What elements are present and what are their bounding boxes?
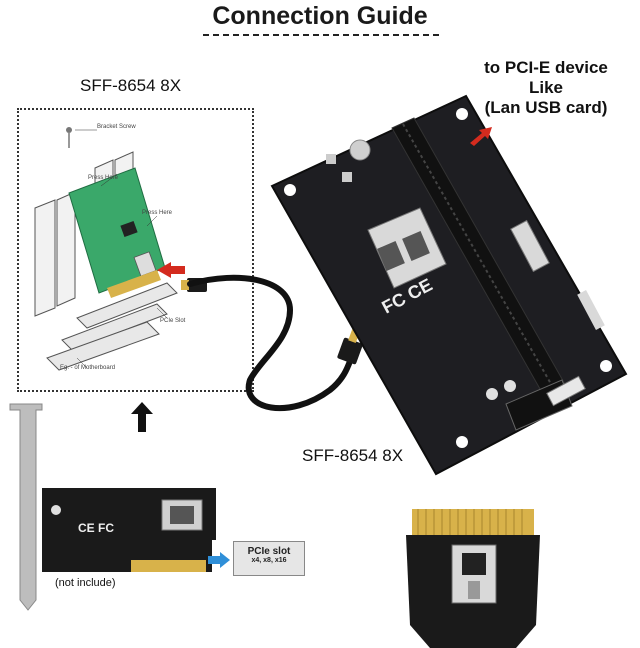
riser-board: FC CE <box>270 94 628 476</box>
pcie-device-label-line2: Like <box>528 78 564 97</box>
press-here-label-1: Press Here <box>88 175 119 181</box>
up-arrow-icon <box>131 402 153 432</box>
page-title: Connection Guide <box>212 2 428 30</box>
connector-label-top: SFF-8654 8X <box>80 76 182 95</box>
pcie-device-label-line1: to PCI-E device <box>484 58 608 77</box>
connector-label-bottom: SFF-8654 8X <box>302 446 404 465</box>
title-underline <box>203 34 439 36</box>
pcie-slot-badge: PCIe slot x4, x8, x16 <box>233 541 305 576</box>
not-include-label: (not include) <box>55 577 116 589</box>
red-arrow-icon <box>470 127 492 146</box>
pcie-device-label: to PCI-E device Like (Lan USB card) <box>454 58 638 118</box>
pcie-slot-sizes: x4, x8, x16 <box>251 557 287 564</box>
press-here-label-2: Press Here <box>142 210 173 216</box>
svg-text:CE FC: CE FC <box>78 521 114 535</box>
adapter-card: CE FC <box>9 403 216 611</box>
blue-arrow-icon <box>208 552 230 568</box>
pcie-device-label-line3: (Lan USB card) <box>484 98 608 117</box>
bracket-screw-label: Bracket Screw <box>97 124 136 130</box>
motherboard-label: Eg. - of Motherboard <box>60 365 116 371</box>
pcie-slot-label: PCIe Slot <box>160 318 186 324</box>
pcie-slot-title: PCIe slot <box>247 546 291 557</box>
install-diagram <box>34 127 207 371</box>
cable-connector-closeup <box>406 509 540 648</box>
install-diagram-frame <box>17 108 254 392</box>
